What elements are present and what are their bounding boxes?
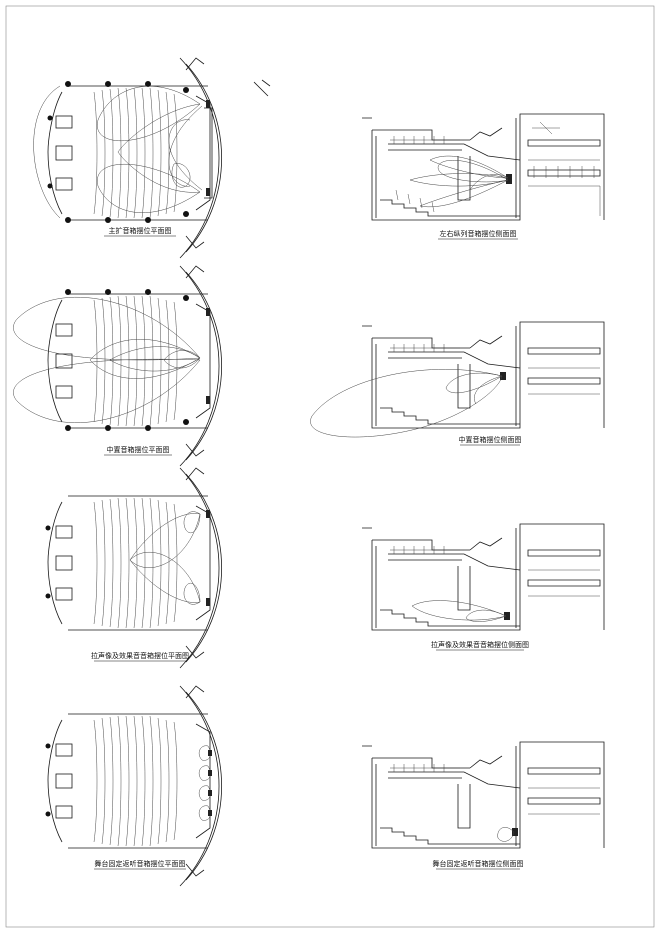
plan-view-1 [33,57,271,259]
caption-plan-2: 中置音箱摆位平面图 [107,445,170,454]
plan-view-3 [45,467,223,669]
caption-plan-4: 舞台固定返听音箱摆位平面图 [95,859,186,868]
section-view-2 [310,321,605,438]
caption-plan-1: 主扩音箱摆位平面图 [109,226,172,235]
caption-section-1: 左右纵列音箱摆位侧面图 [440,229,517,238]
section-view-3 [362,523,605,631]
sheet-border [5,5,655,928]
plan-view-2 [13,265,223,467]
section-view-4 [362,741,605,849]
caption-section-3: 拉声像及效果音音箱摆位侧面图 [431,640,529,649]
section-view-1 [362,113,605,221]
caption-section-4: 舞台固定返听音箱摆位侧面图 [433,859,524,868]
plan-view-4 [45,685,223,887]
caption-plan-3: 拉声像及效果音音箱摆位平面图 [91,651,189,660]
caption-section-2: 中置音箱摆位侧面图 [459,435,522,444]
